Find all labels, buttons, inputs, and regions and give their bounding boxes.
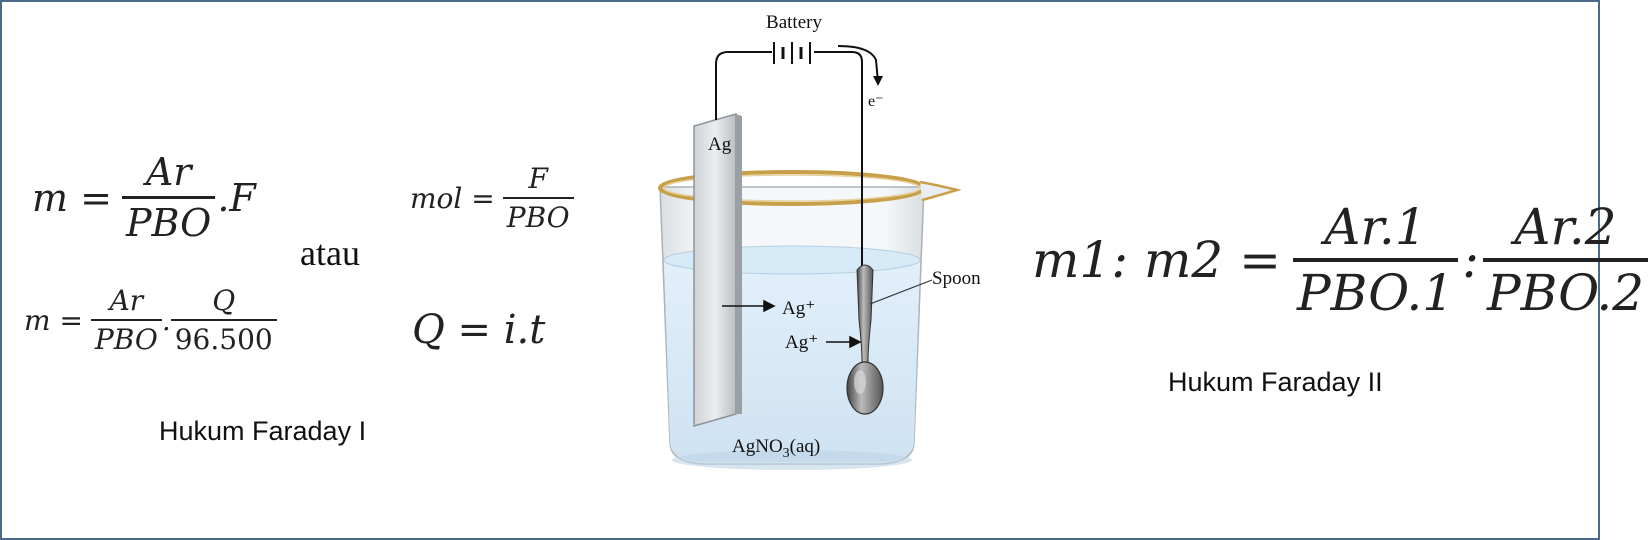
faraday2-fraction-1: Ar.1 PBO.1 — [1292, 198, 1459, 322]
eq1-fraction: Ar PBO — [121, 150, 216, 245]
faraday2-denominator-1: PBO.1 — [1292, 258, 1459, 322]
faraday2-denominator-2: PBO.2 — [1482, 258, 1648, 322]
spoon-label: Spoon — [932, 268, 981, 289]
faraday2-colon: : — [1462, 231, 1479, 289]
electron-label: e⁻ — [868, 93, 884, 110]
eq2-denominator-1: PBO — [90, 319, 162, 356]
circuit-wire — [715, 45, 879, 272]
electrolysis-diagram: Battery e⁻ Ag Ag⁺ Ag⁺ Spoon AgNO3(aq) — [658, 12, 981, 470]
faraday2-caption: Hukum Faraday II — [1168, 367, 1383, 397]
eq2-lhs: m = — [24, 303, 83, 337]
eq2-numerator-1: Ar — [109, 284, 144, 317]
eq3-lhs: mol = — [410, 181, 495, 215]
eq1-lhs: m = — [32, 175, 112, 220]
faraday1-caption: Hukum Faraday I — [159, 416, 367, 446]
eq1-tail: .F — [217, 175, 256, 220]
faraday1-eq2: m = Ar PBO . Q 96.500 — [24, 284, 277, 356]
faraday2-equation: m1: m2 = Ar.1 PBO.1 : Ar.2 PBO.2 — [1032, 198, 1648, 322]
eq2-fraction-2: Q 96.500 — [170, 284, 277, 356]
ion-label-2: Ag⁺ — [785, 332, 818, 353]
silver-anode — [693, 113, 742, 427]
solution-label: AgNO3(aq) — [732, 436, 820, 461]
spoon-pointer — [869, 279, 933, 305]
eq1-numerator: Ar — [145, 150, 192, 194]
eq2-numerator-2: Q — [212, 284, 236, 317]
faraday2-fraction-2: Ar.2 PBO.2 — [1482, 198, 1648, 322]
eq3-fraction: F PBO — [502, 162, 574, 234]
spoon-cathode — [846, 264, 884, 415]
faraday2-numerator-2: Ar.2 — [1514, 198, 1617, 256]
or-label: atau — [300, 233, 360, 273]
eq1-denominator: PBO — [121, 196, 216, 245]
faraday2-numerator-1: Ar.1 — [1324, 198, 1427, 256]
ion-label-1: Ag⁺ — [782, 298, 815, 319]
faraday1-eq3: mol = F PBO — [410, 162, 574, 234]
faraday1-eq4: Q = i.t — [412, 307, 546, 353]
electron-flow-arrow — [873, 76, 883, 86]
eq2-fraction-1: Ar PBO — [90, 284, 162, 356]
anode-label: Ag — [708, 134, 732, 155]
faraday2-lhs: m1: m2 = — [1032, 231, 1281, 289]
ion-arrows — [722, 299, 862, 349]
battery-icon — [773, 42, 811, 64]
faraday1-eq1: m = Ar PBO .F — [32, 150, 256, 245]
eq3-denominator: PBO — [502, 197, 574, 234]
battery-label: Battery — [766, 12, 822, 33]
eq2-dot: . — [161, 303, 171, 337]
eq2-denominator-2: 96.500 — [170, 319, 277, 356]
eq3-numerator: F — [528, 162, 548, 195]
